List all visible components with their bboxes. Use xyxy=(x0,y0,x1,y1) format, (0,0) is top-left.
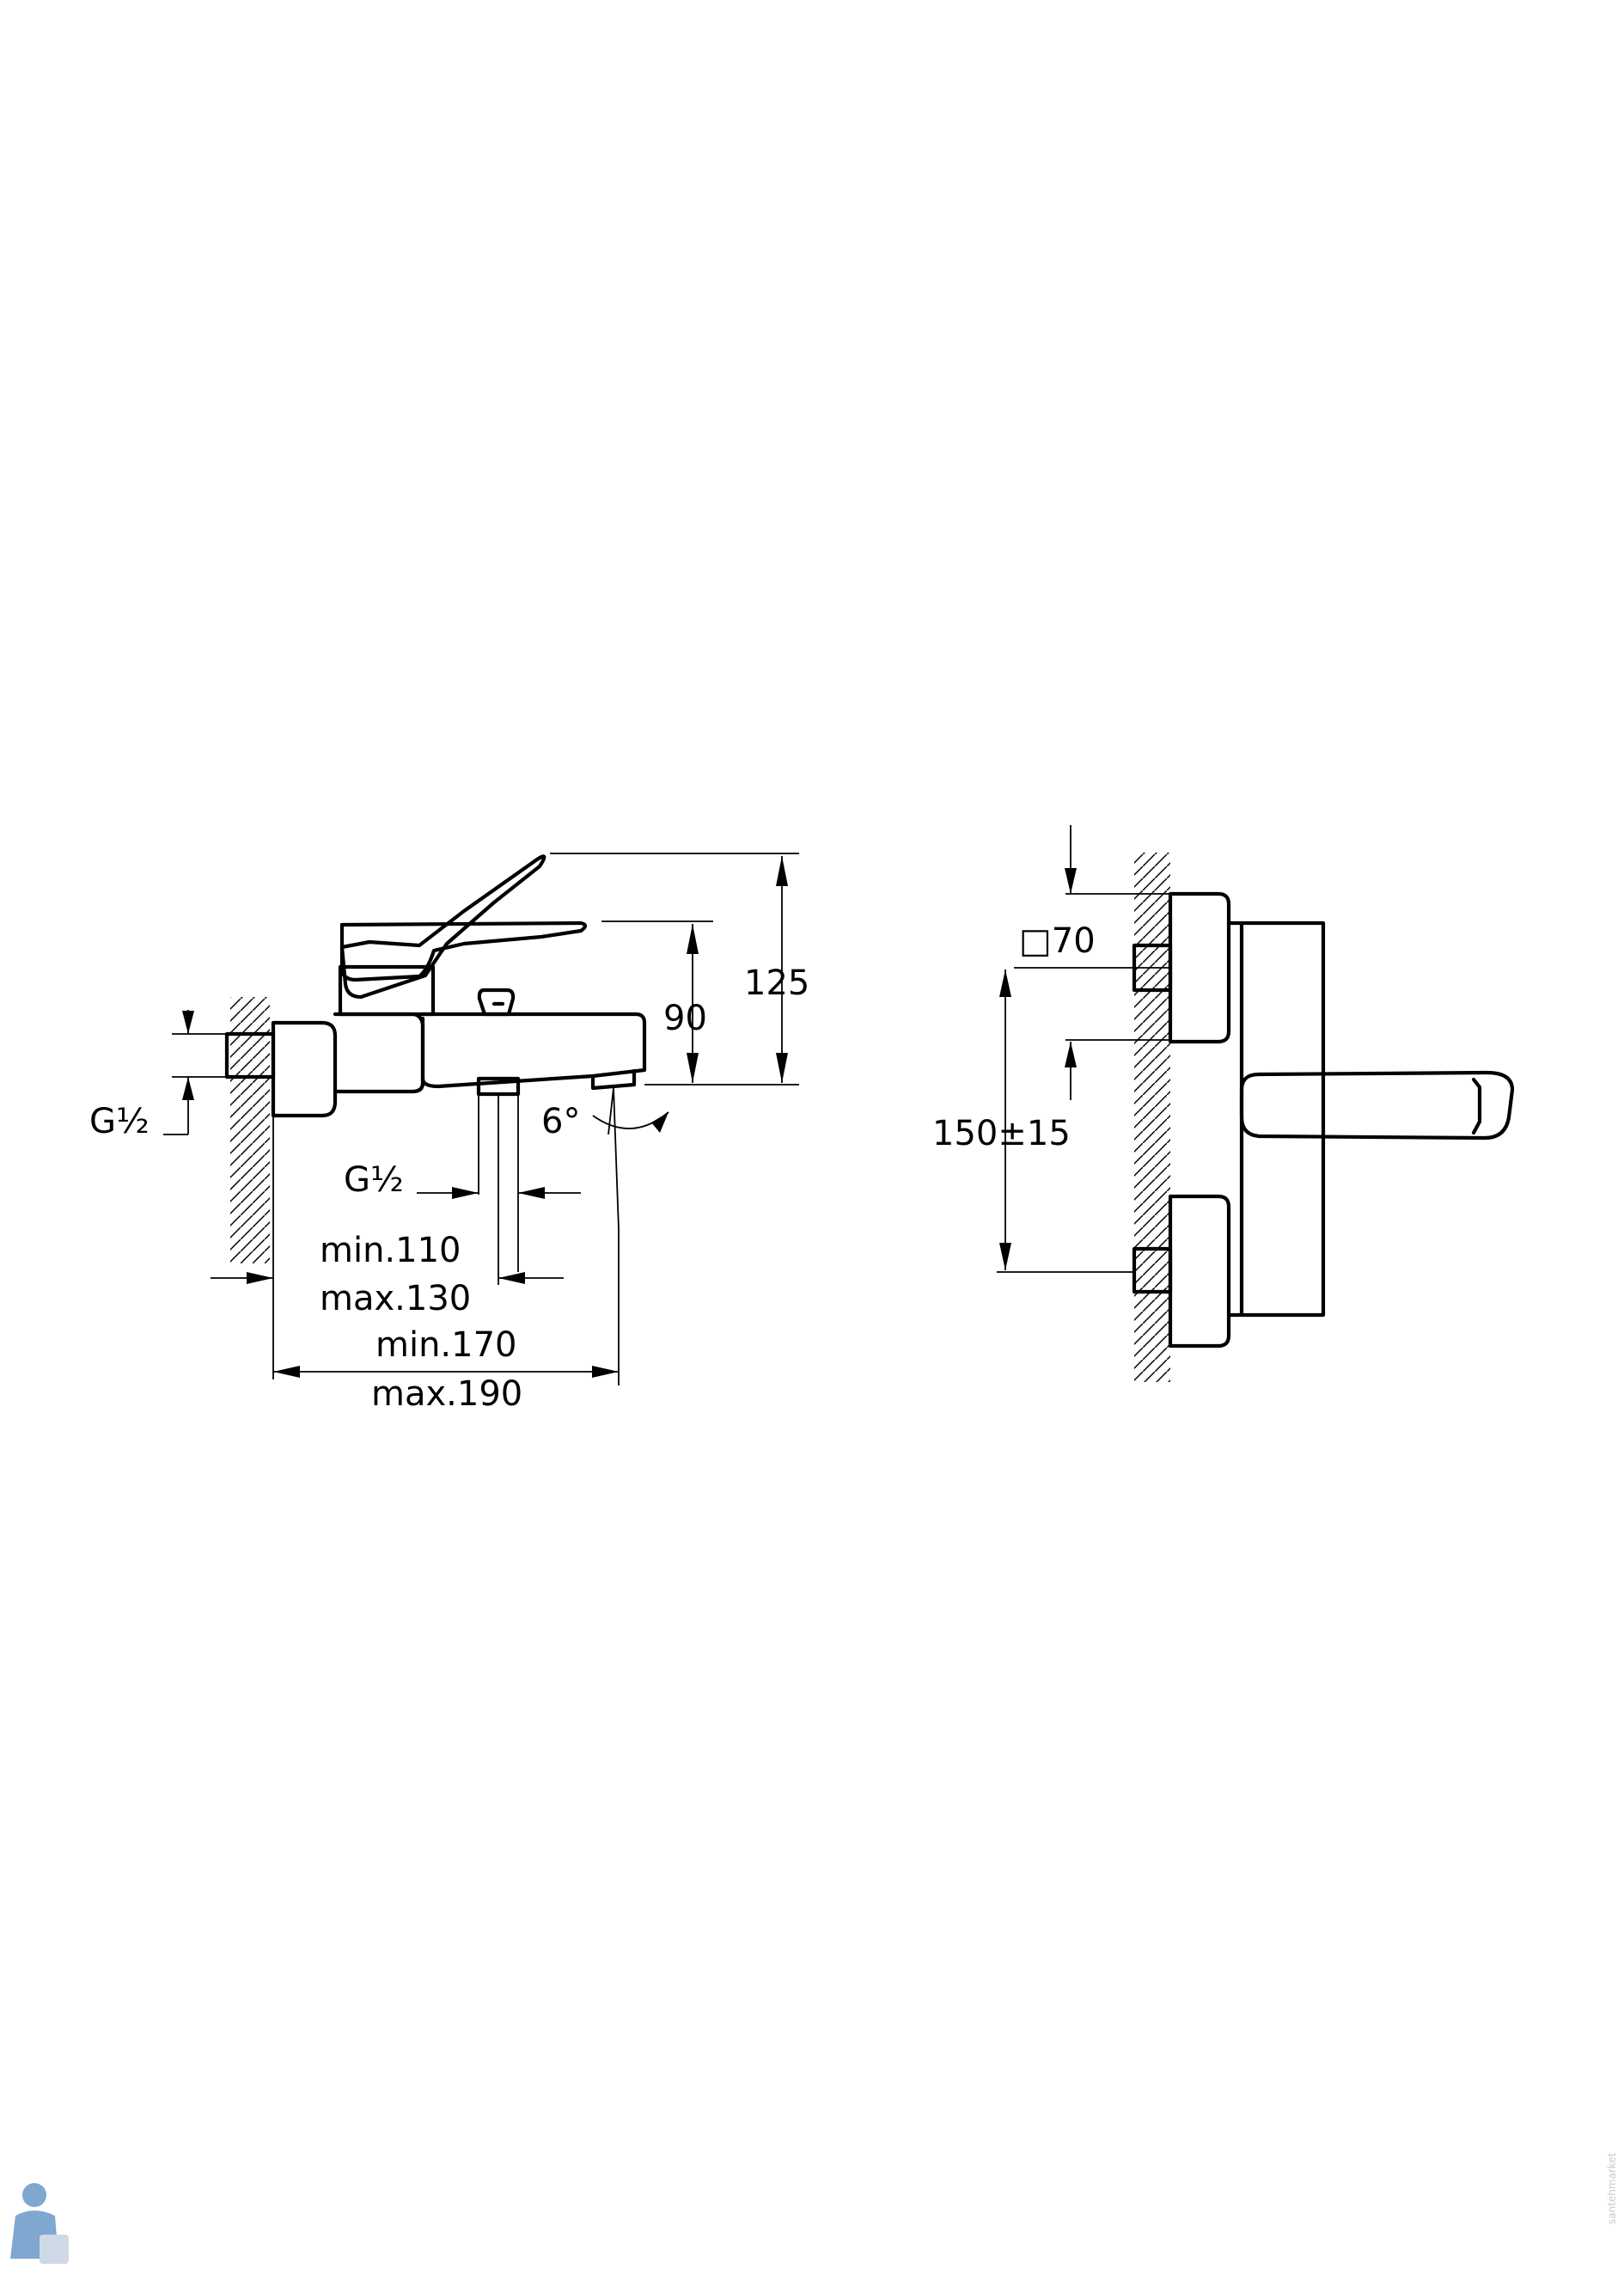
escutcheon-top xyxy=(1168,891,1231,1044)
cartridge-housing xyxy=(338,964,436,1017)
escutcheon-bottom xyxy=(1168,1194,1231,1349)
front-wall-hatch xyxy=(1134,853,1170,1382)
dim-diverter-thread: G½ xyxy=(344,1160,404,1200)
inlet-bottom xyxy=(1132,1246,1173,1294)
side-wall-hatch xyxy=(230,997,270,1263)
brand-mark-base xyxy=(40,2235,69,2264)
front-body xyxy=(1226,920,1326,1318)
side-view: 90 125 G½ G½ 6° xyxy=(89,853,809,1414)
dim-projection-min: min.170 xyxy=(375,1325,517,1365)
mixer-body xyxy=(333,1012,425,1094)
brand-mark xyxy=(10,2183,69,2264)
dim-inlet-thread: G½ xyxy=(89,1102,150,1141)
dim-spout-angle: 6° xyxy=(541,1102,580,1141)
front-view: □70 150±15 xyxy=(932,825,1515,1382)
dim-height-spout: 90 xyxy=(663,999,707,1038)
dim-projection-max: max.190 xyxy=(371,1374,522,1414)
lever-closed xyxy=(339,920,588,982)
dim-escutcheon-square: □70 xyxy=(1019,921,1096,961)
side-watermark: santehmarket xyxy=(1606,2152,1618,2224)
escutcheon xyxy=(271,1020,338,1118)
brand-mark-head xyxy=(22,2183,46,2207)
lever-open-phantom xyxy=(339,854,546,1000)
diverter-knob xyxy=(477,988,516,1017)
dim-inlet-to-diverter-max: max.130 xyxy=(320,1279,471,1318)
dim-inlet-centers: 150±15 xyxy=(932,1114,1071,1153)
dim-inlet-to-diverter-min: min.110 xyxy=(320,1231,461,1270)
lever-front xyxy=(1239,1070,1515,1141)
aerator xyxy=(590,1068,637,1091)
spout xyxy=(420,1012,647,1089)
dim-height-total: 125 xyxy=(744,963,809,1003)
